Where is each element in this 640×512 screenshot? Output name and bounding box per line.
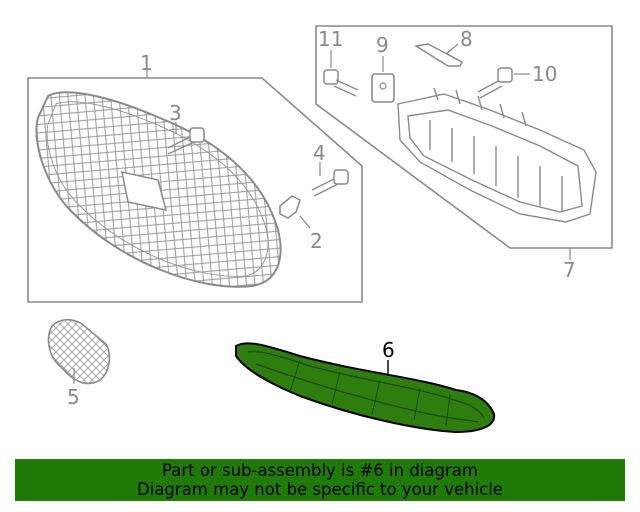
callout-8: 8 [460,27,473,51]
callout-7: 7 [563,258,576,282]
callout-6: 6 [382,338,395,362]
bolt-part-11 [323,50,359,97]
cover-part-5 [47,318,111,385]
grille-assembly [35,91,282,288]
callout-2: 2 [310,229,323,253]
grille-group-frame [27,64,363,303]
seal-part-8 [413,43,463,67]
lower-grille-part-6 [235,342,496,434]
clip-part-2 [279,195,311,229]
callout-11: 11 [318,27,343,51]
callout-3: 3 [169,101,182,125]
callout-1: 1 [140,51,153,75]
banner-line-2: Diagram may not be specific to your vehi… [137,480,503,499]
banner-line-1: Part or sub-assembly is #6 in diagram [162,461,478,480]
callout-9: 9 [376,33,389,57]
clip-part-9 [371,56,395,103]
bracket-assembly [397,87,597,223]
callout-10: 10 [532,62,557,86]
info-banner: Part or sub-assembly is #6 in diagram Di… [15,459,625,501]
bolt-part-10 [477,67,530,99]
callout-4: 4 [313,141,326,165]
bolt-part-4 [311,162,349,197]
callout-5: 5 [67,385,80,409]
bolt-part-3 [167,122,205,155]
bracket-group-frame [315,25,613,260]
